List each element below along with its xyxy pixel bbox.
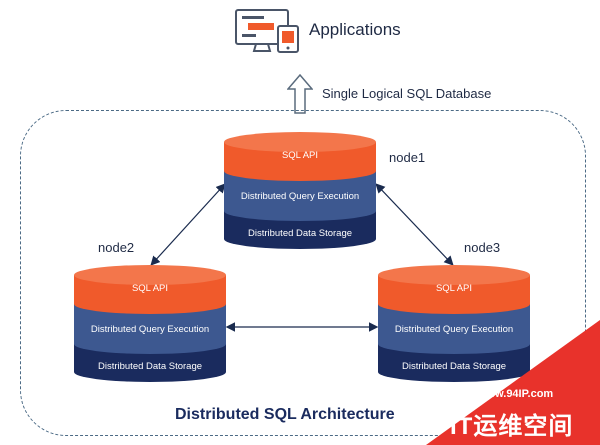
node2-database: SQL API Distributed Query Execution Dist…	[73, 264, 227, 384]
cluster-boundary	[20, 110, 586, 436]
diagram-title: Distributed SQL Architecture	[175, 406, 395, 423]
node1-label: node1	[389, 150, 426, 165]
node3-database: SQL API Distributed Query Execution Dist…	[377, 264, 531, 384]
node2-label: node2	[98, 240, 135, 255]
data-storage-layer: Distributed Data Storage	[247, 228, 353, 239]
data-storage-layer: Distributed Data Storage	[97, 361, 203, 372]
link-node1-node2	[150, 183, 226, 266]
query-execution-layer: Distributed Query Execution	[394, 324, 514, 335]
watermark-text: IT运维空间	[450, 413, 574, 440]
sql-api-layer: SQL API	[281, 150, 319, 161]
up-arrow-icon	[286, 73, 314, 114]
data-storage-layer: Distributed Data Storage	[401, 361, 507, 372]
node1-database: SQL API Distributed Query Execution Dist…	[223, 131, 377, 251]
link-node1-node3	[375, 183, 454, 266]
applications-label: Applications	[309, 20, 401, 39]
query-execution-layer: Distributed Query Execution	[90, 324, 210, 335]
single-logical-database-label: Single Logical SQL Database	[322, 86, 492, 101]
watermark-url: www.94IP.com	[478, 388, 554, 400]
sql-api-layer: SQL API	[435, 283, 473, 294]
query-execution-layer: Distributed Query Execution	[240, 191, 360, 202]
sql-api-layer: SQL API	[131, 283, 169, 294]
node3-label: node3	[464, 240, 501, 255]
devices-icon	[234, 8, 302, 54]
